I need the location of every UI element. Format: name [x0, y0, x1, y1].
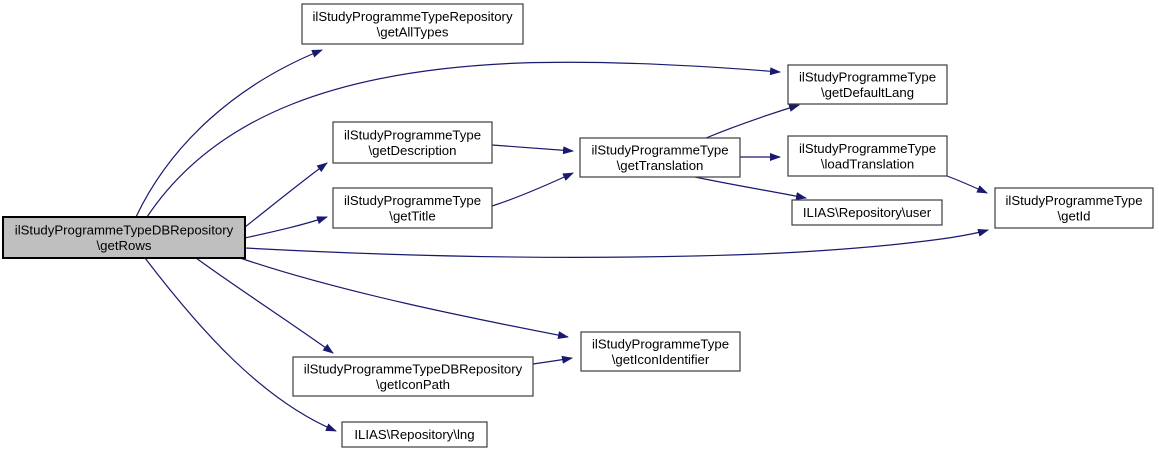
node-label: \getTitle	[389, 208, 435, 223]
node-label: ILIAS\Repository\user	[803, 205, 932, 220]
node-box	[301, 3, 524, 45]
edge-getRows-getId	[244, 228, 989, 258]
node-box	[332, 187, 493, 229]
node-box	[994, 187, 1154, 229]
node-box	[292, 356, 534, 397]
node-label: ilStudyProgrammeType	[1005, 193, 1142, 208]
edge-getRows-lng	[144, 257, 337, 432]
node-label: \getDefaultLang	[821, 85, 914, 100]
edge-loadTranslation-getId	[946, 175, 988, 194]
node-label: ilStudyProgrammeTypeRepository	[312, 9, 512, 24]
node-box	[787, 64, 948, 105]
node-label: ilStudyProgrammeType	[344, 193, 481, 208]
node-label: \getIconPath	[376, 377, 450, 392]
edge-getDescription-getTranslation	[491, 144, 574, 155]
node-getIconPath[interactable]: ilStudyProgrammeTypeDBRepository\getIcon…	[292, 356, 534, 397]
node-getId[interactable]: ilStudyProgrammeType\getId	[994, 187, 1154, 229]
node-label: \getDescription	[369, 143, 457, 158]
node-box	[332, 121, 493, 164]
node-box	[2, 216, 246, 259]
node-getIconIdentifier[interactable]: ilStudyProgrammeType\getIconIdentifier	[580, 331, 741, 372]
edge-getTranslation-user	[694, 176, 807, 201]
node-getAllTypes[interactable]: ilStudyProgrammeTypeRepository\getAllTyp…	[301, 3, 524, 45]
edge-getTranslation-getDefaultLang	[705, 104, 800, 139]
node-label: \getRows	[97, 238, 152, 253]
node-label: ilStudyProgrammeType	[344, 127, 481, 142]
node-box	[579, 137, 741, 178]
node-label: ilStudyProgrammeType	[799, 69, 936, 84]
edge-getRows-getDescription	[244, 162, 328, 228]
node-label: \getIconIdentifier	[612, 352, 710, 367]
node-box	[791, 199, 943, 226]
node-box	[341, 421, 488, 448]
node-label: ILIAS\Repository\lng	[354, 427, 474, 442]
node-user[interactable]: ILIAS\Repository\user	[791, 199, 943, 226]
node-box	[580, 331, 741, 372]
edge-getRows-getAllTypes	[135, 49, 323, 218]
edge-getRows-getTitle	[244, 216, 328, 239]
node-getTranslation[interactable]: ilStudyProgrammeType\getTranslation	[579, 137, 741, 178]
node-label: \getTranslation	[617, 158, 704, 173]
node-getDefaultLang[interactable]: ilStudyProgrammeType\getDefaultLang	[787, 64, 948, 105]
edge-getIconPath-getIconIdentifier	[532, 355, 573, 365]
node-getRows: ilStudyProgrammeTypeDBRepository\getRows	[2, 216, 246, 259]
node-label: \loadTranslation	[821, 156, 914, 171]
edge-getRows-getIconPath	[195, 257, 334, 354]
node-label: ilStudyProgrammeType	[591, 142, 728, 157]
node-label: \getId	[1058, 208, 1091, 223]
node-getDescription[interactable]: ilStudyProgrammeType\getDescription	[332, 121, 493, 164]
node-label: ilStudyProgrammeType	[799, 141, 936, 156]
edge-getRows-getDefaultLang	[146, 61, 781, 218]
node-label: \getAllTypes	[377, 24, 449, 39]
node-box	[787, 135, 948, 177]
node-getTitle[interactable]: ilStudyProgrammeType\getTitle	[332, 187, 493, 229]
node-loadTranslation[interactable]: ilStudyProgrammeType\loadTranslation	[787, 135, 948, 177]
node-label: ilStudyProgrammeTypeDBRepository	[304, 361, 523, 376]
node-lng[interactable]: ILIAS\Repository\lng	[341, 421, 488, 448]
edge-getTitle-getTranslation	[491, 172, 574, 207]
edge-getRows-getIconIdentifier	[239, 257, 569, 340]
node-label: ilStudyProgrammeType	[592, 336, 729, 351]
node-label: ilStudyProgrammeTypeDBRepository	[15, 222, 234, 237]
